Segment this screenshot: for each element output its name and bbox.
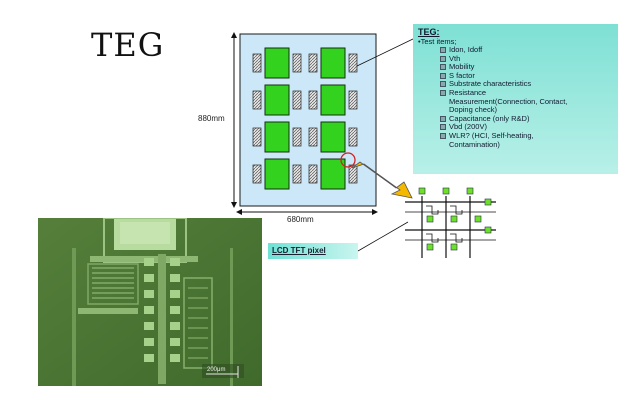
teg-cell bbox=[320, 47, 346, 79]
teg-cell bbox=[264, 158, 290, 190]
magnify-arrow-icon bbox=[351, 161, 413, 199]
list-item-continuation: Contamination) bbox=[449, 139, 500, 149]
checkbox-icon bbox=[440, 124, 446, 131]
list-item-continuation: Doping check) bbox=[449, 105, 497, 115]
checkbox-icon bbox=[440, 132, 446, 139]
highlight-ring bbox=[340, 152, 356, 168]
teg-cell-group bbox=[308, 47, 358, 190]
list-item: Capacitance (only R&D) bbox=[440, 114, 618, 124]
list-item: Vth bbox=[440, 54, 618, 64]
list-item: Idon, Idoff bbox=[440, 45, 618, 55]
teg-leader-line bbox=[356, 37, 416, 67]
checkbox-icon bbox=[440, 89, 446, 96]
teg-cell-group bbox=[252, 47, 302, 190]
width-dimension bbox=[236, 209, 378, 215]
list-item: Mobility bbox=[440, 62, 618, 72]
list-item: Vbd (200V) bbox=[440, 123, 618, 132]
width-label: 680mm bbox=[287, 215, 314, 224]
list-item: S factor bbox=[440, 71, 618, 81]
checkbox-icon bbox=[440, 81, 446, 88]
height-dimension bbox=[231, 32, 237, 208]
checkbox-icon bbox=[440, 72, 446, 79]
teg-cell bbox=[264, 84, 290, 116]
teg-cell bbox=[264, 47, 290, 79]
teg-cell bbox=[320, 121, 346, 153]
lcd-tft-pixel-label: LCD TFT pixel bbox=[268, 243, 358, 259]
callout-subtitle: •Test items; bbox=[418, 37, 457, 46]
checkbox-icon bbox=[440, 55, 446, 62]
page-title: TEG bbox=[91, 26, 165, 64]
callout-title: TEG: bbox=[418, 27, 440, 37]
checkbox-icon bbox=[440, 47, 446, 53]
height-label: 880mm bbox=[198, 114, 225, 123]
micrograph-photo: 200μm bbox=[38, 218, 262, 386]
list-item-continuation: Measurement(Connection, Contact, bbox=[449, 96, 568, 106]
checkbox-icon bbox=[440, 64, 446, 71]
teg-callout: TEG: •Test items; Idon, Idoff Vth Mobili… bbox=[413, 24, 618, 174]
teg-cell bbox=[320, 84, 346, 116]
list-item: Substrate characteristics bbox=[440, 80, 618, 89]
scale-bar-label: 200μm bbox=[207, 367, 225, 373]
lcd-tft-pixel-schematic bbox=[405, 187, 496, 258]
teg-cell bbox=[264, 121, 290, 153]
lcd-leader-line bbox=[357, 221, 409, 252]
teg-cell bbox=[320, 158, 346, 190]
list-item: WLR? (HCI, Self-heating, Contamination) bbox=[440, 131, 618, 149]
checkbox-icon bbox=[440, 115, 446, 122]
test-item-list: Idon, Idoff Vth Mobility S factor Substr… bbox=[418, 45, 618, 149]
list-item: Resistance Measurement(Connection, Conta… bbox=[440, 88, 618, 115]
